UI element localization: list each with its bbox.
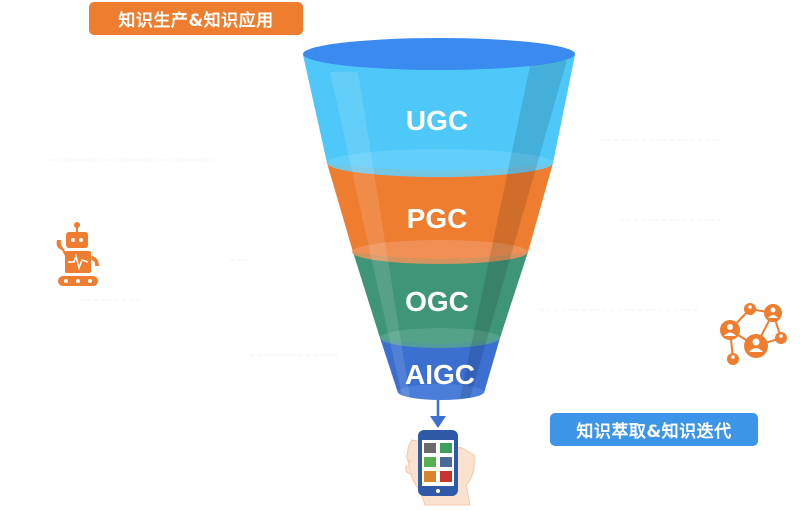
funnel-band-pgc	[327, 163, 553, 259]
band-label-pgc: PGC	[407, 203, 468, 234]
funnel-band-aigc	[380, 338, 500, 398]
network-people-icon	[720, 303, 787, 365]
funnel-divider-ugc-pgc	[327, 149, 553, 177]
funnel-bottom-ellipse	[398, 384, 484, 400]
funnel-band-ogc	[353, 252, 528, 344]
phone-in-hand-icon	[405, 430, 475, 506]
funnel-highlight	[330, 72, 410, 398]
background-ghost-lines	[50, 139, 720, 356]
band-label-aigc: AIGC	[405, 359, 475, 390]
knowledge-extraction-tag: 知识萃取&知识迭代	[550, 413, 758, 446]
funnel-top-rim	[303, 38, 575, 70]
funnel-shade	[460, 60, 567, 398]
funnel-divider-pgc-ogc	[352, 240, 528, 264]
arrow-down-icon	[430, 400, 446, 428]
robot-icon	[56, 222, 99, 286]
band-label-ugc: UGC	[406, 105, 468, 136]
knowledge-production-tag: 知识生产&知识应用	[89, 2, 303, 35]
funnel-divider-ogc-aigc	[380, 328, 500, 348]
band-label-ogc: OGC	[405, 286, 469, 317]
funnel-band-ugc	[303, 55, 575, 171]
